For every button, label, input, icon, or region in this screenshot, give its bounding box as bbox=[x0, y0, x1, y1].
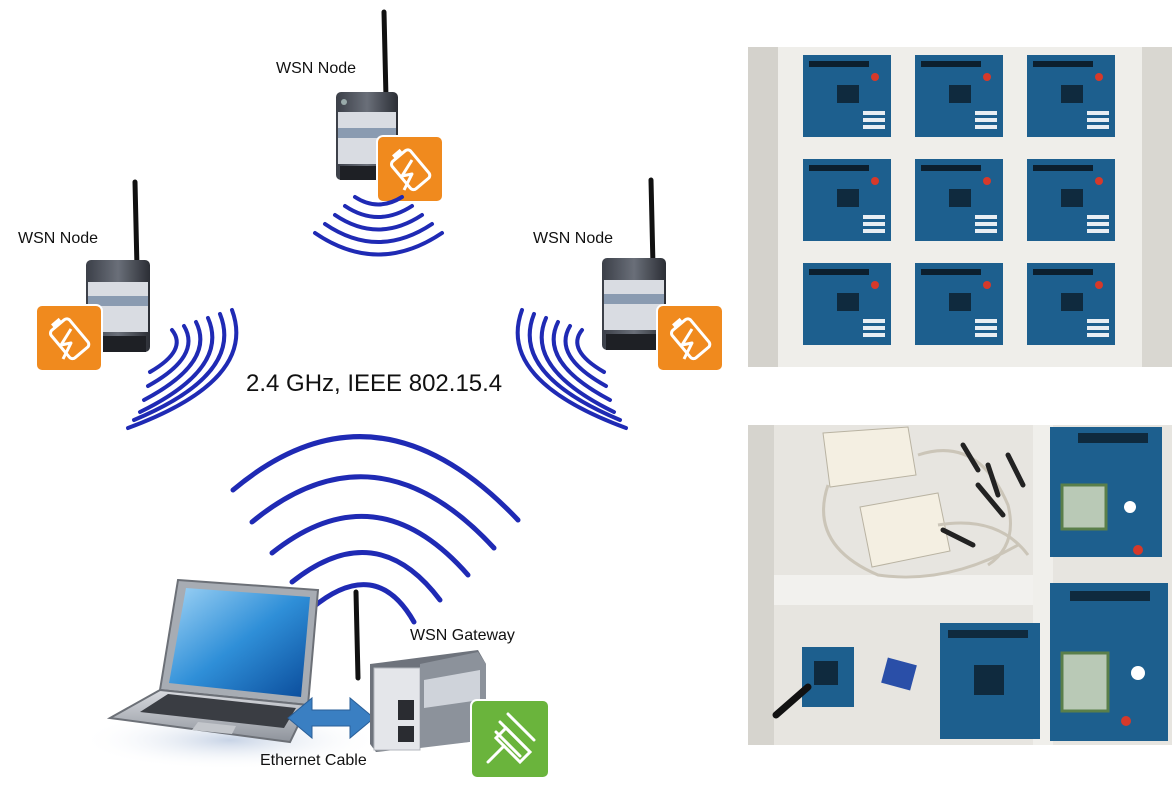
antenna bbox=[381, 9, 389, 101]
sensor-board bbox=[803, 263, 891, 345]
laptop-screen bbox=[169, 588, 310, 697]
battery-badge bbox=[35, 304, 103, 372]
left-node-waves bbox=[126, 308, 239, 430]
network-diagram: WSN Node WSN Node WSN Node 2.4 GHz, IEEE… bbox=[18, 9, 724, 779]
node-label-top: WSN Node bbox=[276, 60, 357, 77]
sensor-board bbox=[1027, 159, 1115, 241]
gateway-waves bbox=[230, 434, 521, 625]
boards-photo bbox=[748, 47, 1172, 367]
left-node-device bbox=[35, 179, 239, 430]
right-node-waves bbox=[515, 308, 628, 430]
link-label: 2.4 GHz, IEEE 802.15.4 bbox=[246, 370, 503, 397]
device-led bbox=[341, 99, 347, 105]
kit-photo bbox=[748, 425, 1172, 745]
sensor-board bbox=[1027, 263, 1115, 345]
power-badge bbox=[470, 699, 550, 779]
sensor-board bbox=[803, 55, 891, 137]
laptop bbox=[80, 578, 380, 770]
battery-badge bbox=[376, 135, 444, 203]
debugger-box bbox=[859, 492, 951, 568]
node-label-left: WSN Node bbox=[18, 230, 99, 247]
center-board bbox=[940, 623, 1040, 739]
small-board bbox=[772, 647, 854, 719]
sniffer-box bbox=[822, 426, 917, 488]
battery-badge bbox=[656, 304, 724, 372]
sensor-board bbox=[915, 55, 1003, 137]
kit-graphics bbox=[748, 425, 1172, 745]
lcd-board-bottom bbox=[1050, 583, 1168, 741]
sensor-board bbox=[915, 159, 1003, 241]
device-stripe bbox=[338, 128, 396, 138]
right-node-device bbox=[515, 177, 724, 430]
top-node-device bbox=[313, 9, 444, 257]
lcd-board-top bbox=[1050, 427, 1162, 557]
tiny-board bbox=[881, 657, 917, 691]
cable-label: Ethernet Cable bbox=[260, 752, 367, 769]
node-label-right: WSN Node bbox=[533, 230, 614, 247]
laptop-keyboard bbox=[140, 694, 296, 728]
sensor-board bbox=[803, 159, 891, 241]
diagram-graphics bbox=[35, 9, 724, 779]
gateway-device bbox=[353, 589, 550, 779]
gateway-label: WSN Gateway bbox=[410, 627, 515, 644]
sensor-board bbox=[1027, 55, 1115, 137]
laptop-touchpad bbox=[192, 722, 236, 734]
top-node-waves bbox=[313, 195, 444, 257]
boards-grid bbox=[748, 47, 1172, 367]
sensor-board bbox=[915, 263, 1003, 345]
